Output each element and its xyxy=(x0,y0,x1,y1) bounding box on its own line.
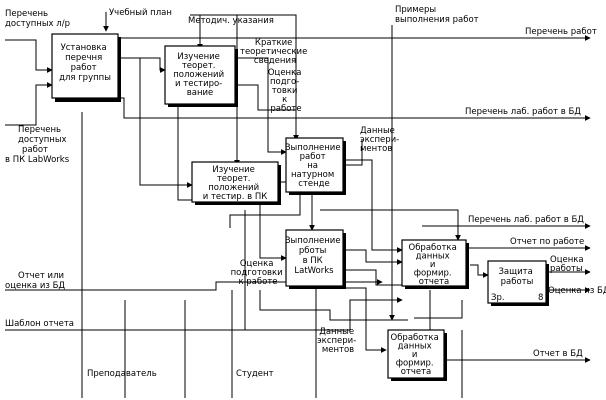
label-prepodavatel: Преподаватель xyxy=(87,369,157,379)
label-ocenka-podg2: Оценка подготовки к работе xyxy=(231,259,286,287)
label-ocenka-bd: Оценка из БД xyxy=(548,286,606,296)
label-dannye-eksp2: Данные экспери- ментов xyxy=(317,327,359,355)
block-b7-text: Защита работы xyxy=(498,267,535,287)
block-b7[interactable]: Защита работы Зр. 8 xyxy=(487,260,549,306)
block-b4-text: Выполнение работ на натурном стенде xyxy=(285,143,344,189)
block-b8-text: Обработка данных и формир. отчета xyxy=(391,333,442,377)
label-kratkie: Краткие теоретические сведения xyxy=(240,38,310,66)
arrow-b5-down xyxy=(259,290,408,321)
block-b3-text: Изучение теорет. положений и тестир. в П… xyxy=(203,165,268,202)
label-metodich: Методич. указания xyxy=(188,16,274,26)
block-b8[interactable]: Обработка данных и формир. отчета xyxy=(387,329,447,381)
label-ocenka-podg1: Оценка подго- товки к работе xyxy=(268,68,304,114)
label-otchet-po-rabote: Отчет по работе xyxy=(510,237,584,247)
block-b3[interactable]: Изучение теорет. положений и тестир. в П… xyxy=(191,161,281,205)
block-b1[interactable]: Установка перечня работ для группы xyxy=(51,33,121,102)
block-b6-text: Обработка данных и формир. отчета xyxy=(409,243,460,287)
block-b5[interactable]: Выполнение рботы в ПК LatWorks xyxy=(285,229,346,289)
label-otchet-v-bd: Отчет в БД xyxy=(533,349,583,359)
label-perechen-lab-bd2: Перечень лаб. работ в БД xyxy=(468,215,584,225)
arrow-b6-b7 xyxy=(470,264,489,278)
label-shablon: Шаблон отчета xyxy=(5,319,74,329)
arrow-b5-right xyxy=(344,269,408,286)
arrow-labels: Перечень доступных л/р Учебный план Мето… xyxy=(5,5,606,379)
label-perechen-lab-bd: Перечень лаб. работ в БД xyxy=(465,107,581,117)
block-b6[interactable]: Обработка данных и формир. отчета xyxy=(401,239,469,289)
block-b7-corner-left: Зр. xyxy=(491,293,505,303)
arrow-b2-back xyxy=(177,105,192,201)
label-primery: Примеры выполнения работ xyxy=(395,5,479,25)
arrow-b1-b2 xyxy=(118,57,166,73)
arrow-b5-b6 xyxy=(344,249,403,265)
arrow-perechen-dostupnyh-lr xyxy=(5,39,53,73)
arrow-b4-up xyxy=(344,140,363,166)
label-perechen-dostupnyh-pk: Перечень доступных работ в ПК LabWorks xyxy=(5,125,70,165)
label-student: Студент xyxy=(236,369,274,379)
arrow-dannye1 xyxy=(344,159,403,253)
arrow-b1-b3 xyxy=(139,58,193,188)
arrow-dannye2 xyxy=(344,287,387,353)
arrow-perechen-dostupnyh-pk xyxy=(5,82,53,126)
block-b2[interactable]: Изучение теорет. положений и тестиро- ва… xyxy=(164,45,238,107)
label-otchet-ili: Отчет или оценка из БД xyxy=(5,271,67,291)
arrow-b4-down xyxy=(229,195,301,228)
block-b2-text: Изучение теорет. положений и тестиро- ва… xyxy=(173,52,227,98)
arrow-shablon xyxy=(5,297,403,331)
arrow-b3-b5 xyxy=(259,200,287,261)
arrow-metodich xyxy=(190,14,299,141)
arrow-kratkie xyxy=(238,57,287,155)
label-perechen-dostupnyh-lr: Перечень доступных л/р xyxy=(5,9,70,29)
block-b7-corner-right: 8 xyxy=(538,293,543,303)
label-dannye-eksp1: Данные экспери- ментов xyxy=(360,126,402,154)
block-b4[interactable]: Выполнение работ на натурном стенде xyxy=(285,137,346,195)
label-ocenka-raboty: Оценка работы xyxy=(550,255,586,274)
label-perechen-rabot: Перечень работ xyxy=(525,27,597,37)
arrow-ocenka-podg1 xyxy=(238,84,297,138)
block-b5-text: Выполнение рботы в ПК LatWorks xyxy=(285,236,344,276)
block-b1-text: Установка перечня работ для группы xyxy=(59,43,111,83)
label-uchebny-plan: Учебный план xyxy=(109,8,172,18)
arrow-b4-right xyxy=(320,209,461,241)
arrow-b7-back xyxy=(414,300,463,319)
